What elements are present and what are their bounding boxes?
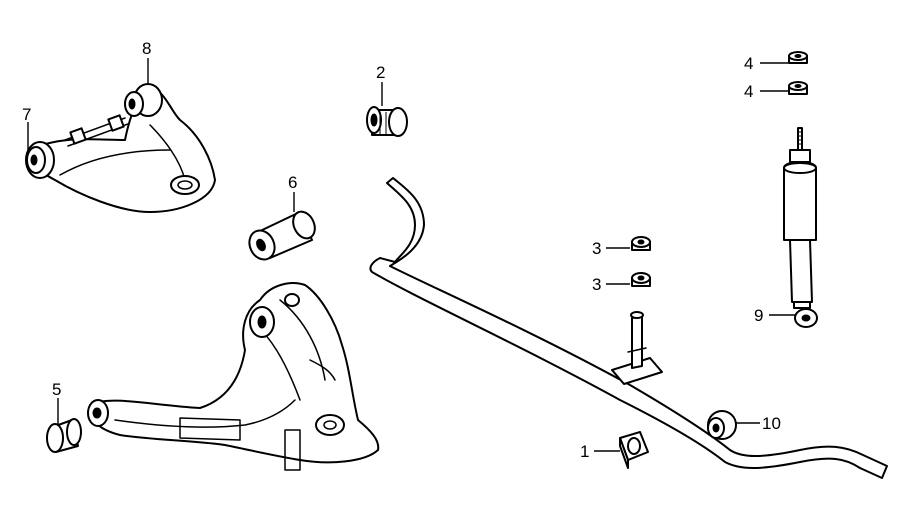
callout-9: 9	[754, 306, 763, 325]
leader-lines	[27, 58, 795, 452]
lower-control-arm	[87, 282, 380, 471]
callout-8: 8	[142, 39, 151, 58]
bushing-part-10	[707, 410, 737, 440]
bushing-part-5	[46, 418, 82, 453]
callout-7: 7	[22, 105, 31, 124]
bushing-part-6	[248, 210, 316, 261]
washer-part-3-upper	[631, 236, 651, 251]
shock-absorber	[783, 127, 818, 328]
stabilizer-link	[611, 311, 663, 385]
callout-3-upper: 3	[592, 239, 601, 258]
washer-part-4-upper	[788, 51, 808, 64]
bushing-part-1	[619, 431, 649, 469]
upper-control-arm	[25, 83, 216, 213]
stabilizer-bar	[369, 177, 888, 479]
callout-6: 6	[288, 173, 297, 192]
callout-3-lower: 3	[592, 275, 601, 294]
callout-4-upper: 4	[744, 54, 753, 73]
bushing-part-2	[366, 106, 408, 137]
callout-4-lower: 4	[744, 82, 753, 101]
callout-10: 10	[762, 414, 781, 433]
washer-part-4-lower	[788, 81, 808, 95]
callout-5: 5	[52, 380, 61, 399]
callout-1: 1	[580, 442, 589, 461]
washer-part-3-lower	[631, 272, 651, 287]
callout-2: 2	[376, 63, 385, 82]
